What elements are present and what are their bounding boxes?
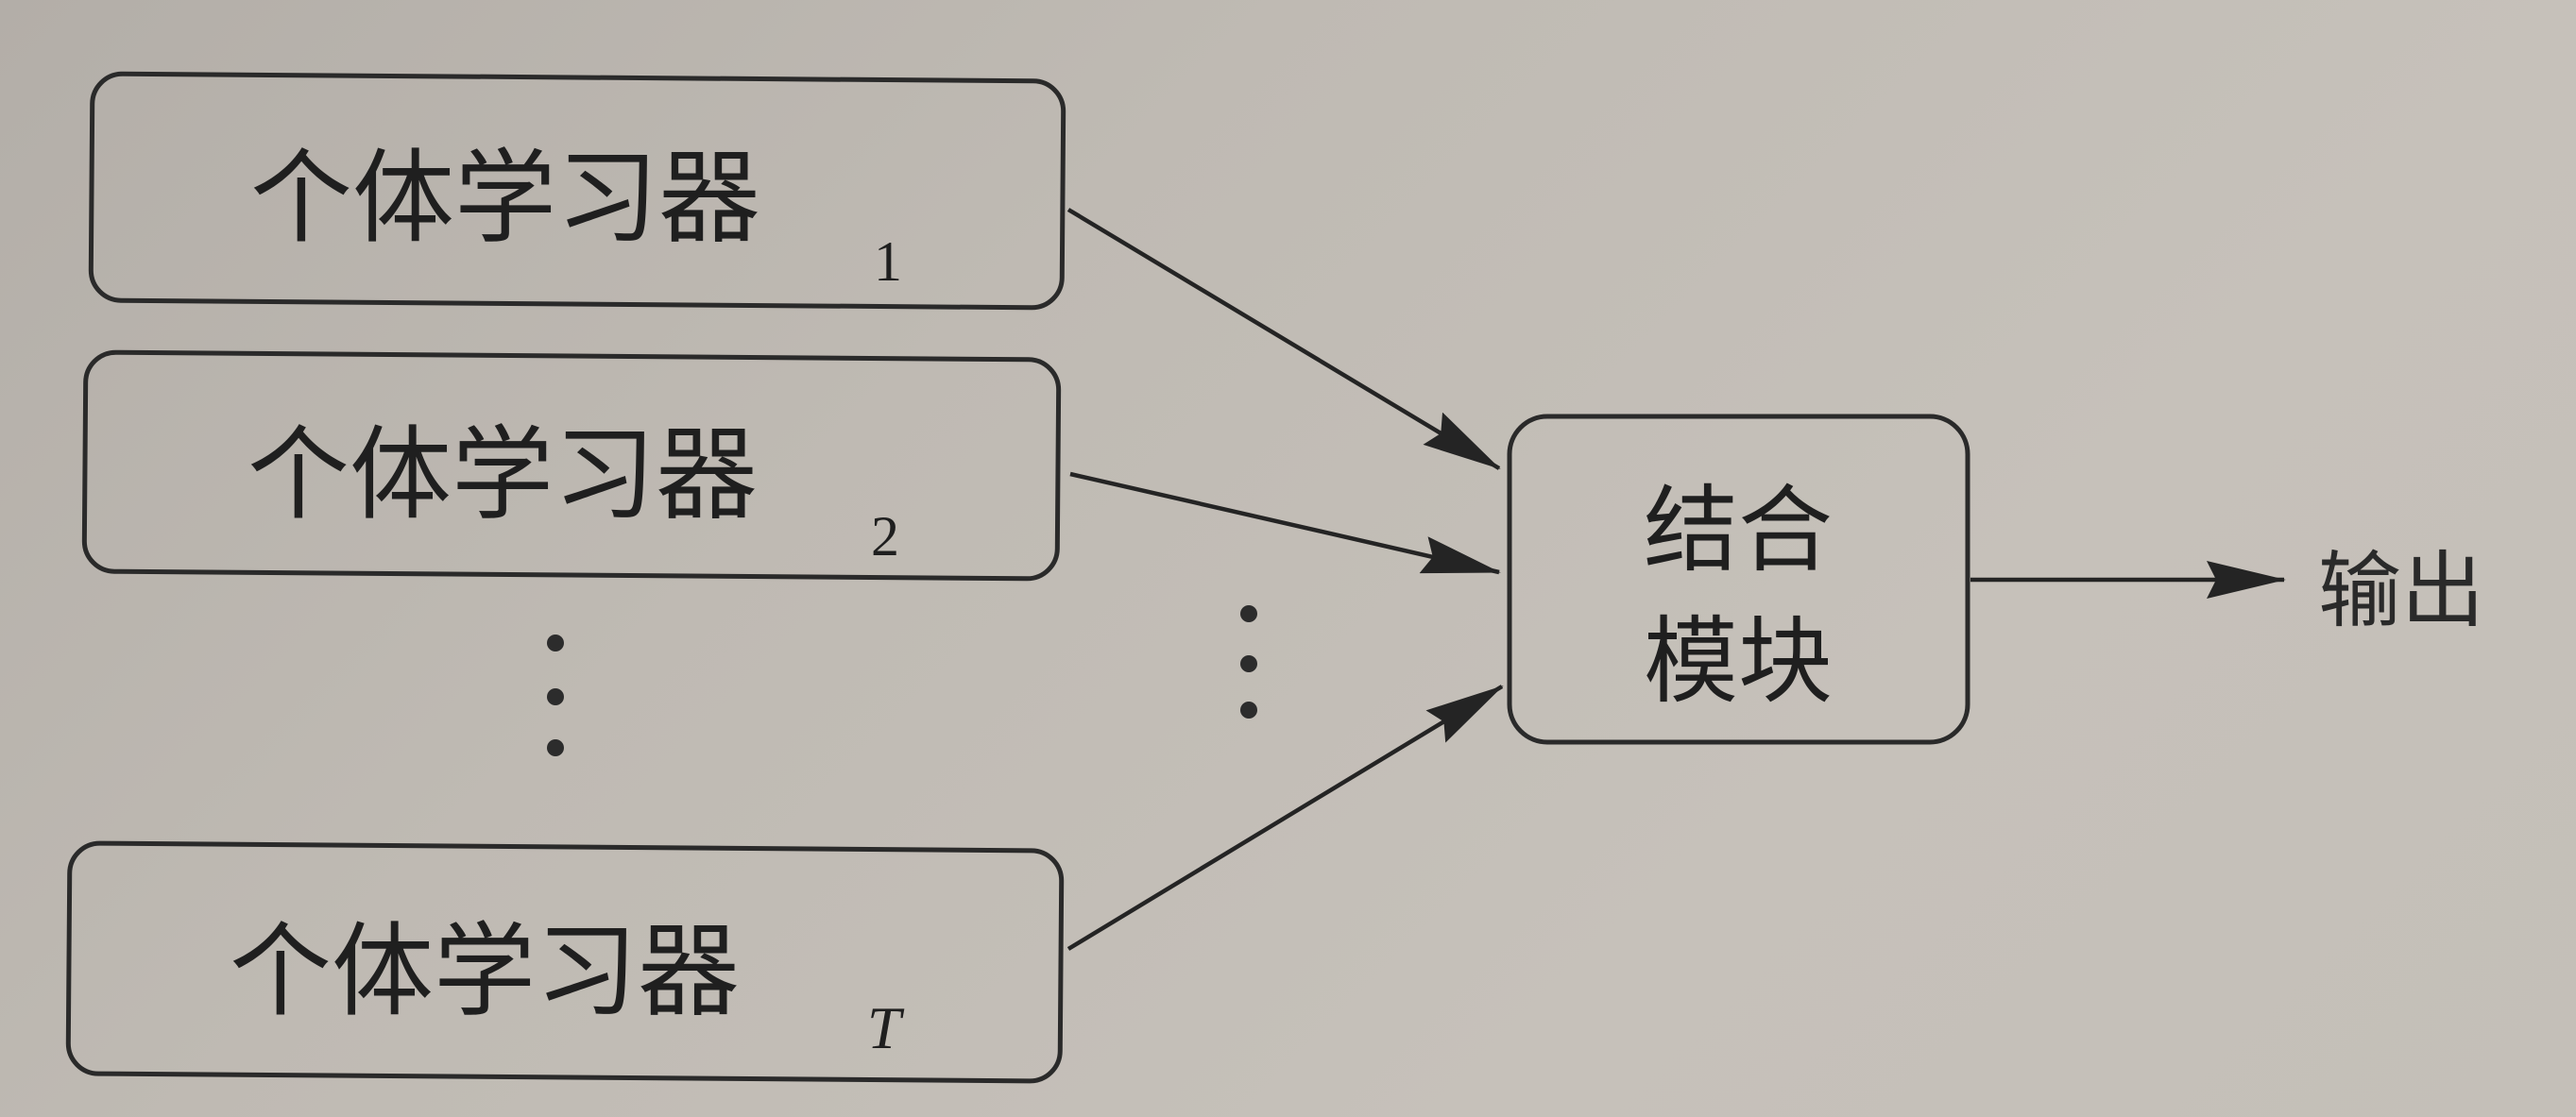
- learner-t-text: 个体学习器: [230, 913, 740, 1031]
- arrow-learner-2: [1069, 471, 1501, 575]
- arrow-learner-1: [1066, 208, 1501, 470]
- learner-box-2: 个体学习器 2: [81, 349, 1062, 582]
- learner-1-subscript: 1: [874, 230, 902, 293]
- arrow-learner-t: [1066, 685, 1504, 951]
- learner-1-text: 个体学习器: [250, 140, 760, 258]
- arrow-ellipsis: [1240, 605, 1257, 719]
- learner-t-subscript: T: [867, 994, 905, 1061]
- combiner-box: 结合 模块: [1507, 414, 1970, 745]
- learner-ellipsis: [547, 635, 564, 756]
- learner-1-label: 个体学习器 1: [250, 140, 902, 293]
- output-label: 输出: [2318, 542, 2484, 639]
- learner-2-label: 个体学习器 2: [247, 416, 899, 567]
- combiner-line-1: 结合: [1644, 475, 1833, 585]
- combiner-line-2: 模块: [1644, 606, 1833, 717]
- learner-2-text: 个体学习器: [247, 416, 758, 534]
- learner-2-subscript: 2: [871, 505, 899, 567]
- learner-box-t: 个体学习器 T: [65, 840, 1065, 1084]
- learner-t-label: 个体学习器 T: [230, 913, 905, 1061]
- learner-box-1: 个体学习器 1: [88, 71, 1066, 311]
